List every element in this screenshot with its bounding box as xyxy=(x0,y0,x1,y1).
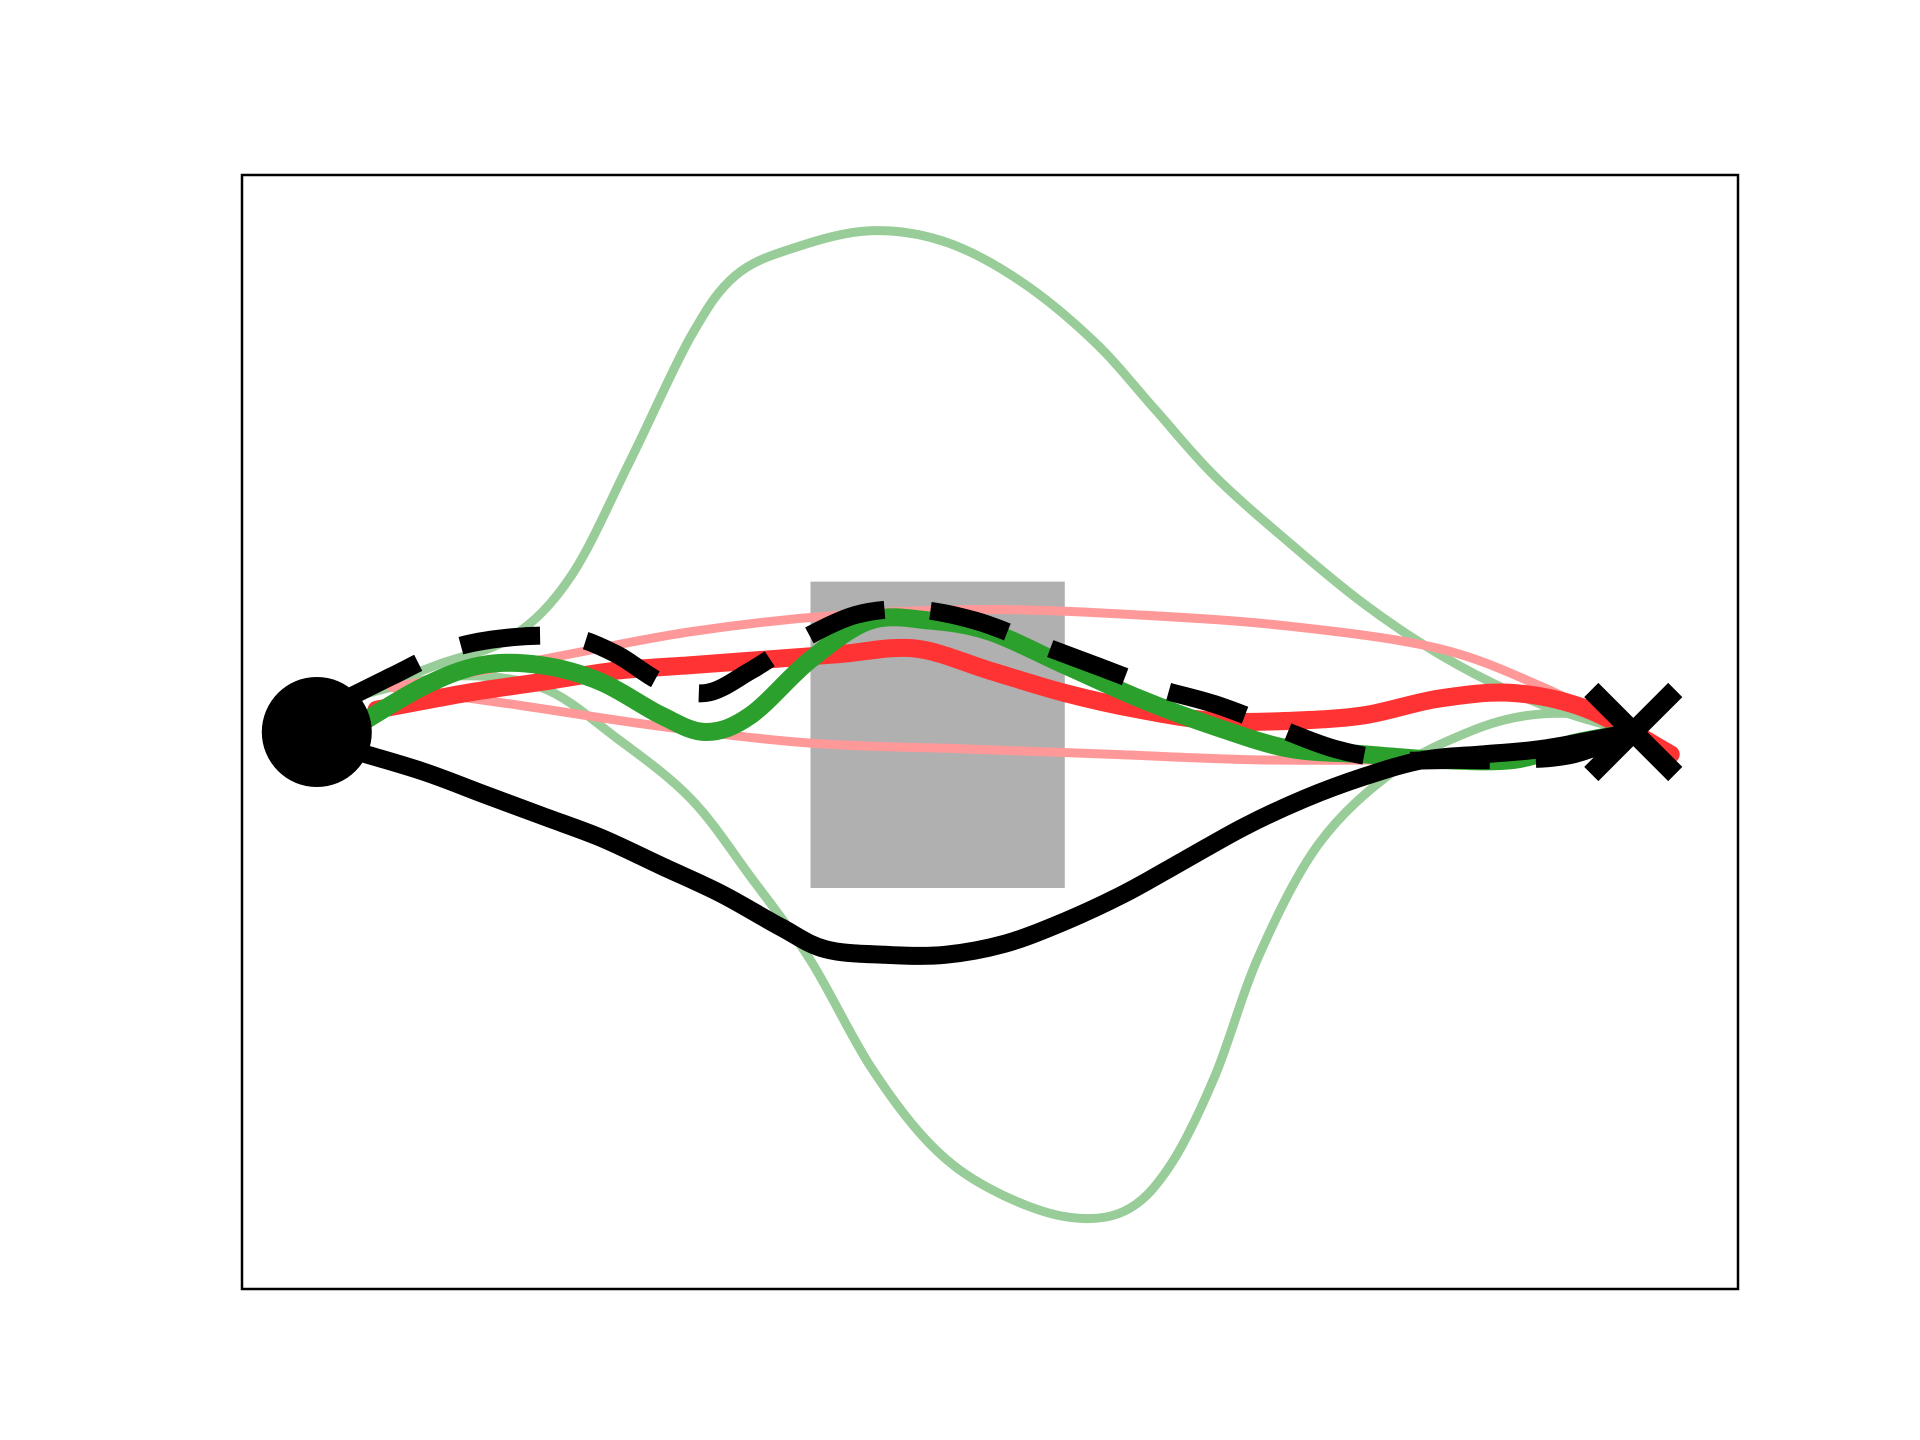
series-line-1 xyxy=(342,226,1638,737)
series-line-5 xyxy=(367,638,1680,764)
series-line-7 xyxy=(342,600,1637,770)
start-marker xyxy=(261,677,372,787)
plot-frame xyxy=(240,173,1740,1291)
series-line-8 xyxy=(337,723,1643,965)
goal-marker xyxy=(1584,682,1683,782)
marker-layer xyxy=(261,677,1683,787)
series-layer xyxy=(337,226,1680,1224)
goal-marker-stroke-2 xyxy=(1584,682,1683,782)
